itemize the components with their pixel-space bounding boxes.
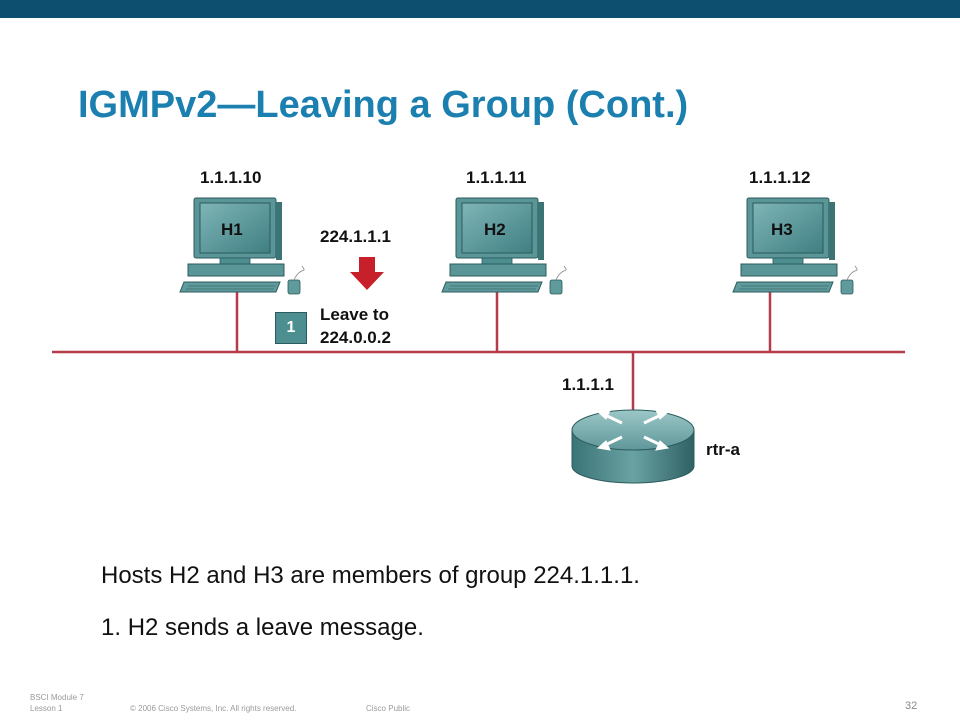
group-address-label: 224.1.1.1 [320,227,391,246]
footer-classification: Cisco Public [366,704,411,713]
h2-computer-icon [441,197,567,295]
footer-copyright: © 2006 Cisco Systems, Inc. All rights re… [130,704,297,713]
caption-line1: Hosts H2 and H3 are members of group 224… [101,562,640,589]
slide-title: IGMPv2—Leaving a Group (Cont.) [78,84,689,126]
h3-computer-icon [732,197,858,295]
step-badge: 1 [275,312,307,344]
leave-message-line2: 224.0.0.2 [320,328,391,347]
h1-ip-label: 1.1.1.10 [200,168,262,187]
h1-computer-icon [179,197,305,295]
h2-name-label: H2 [484,220,506,239]
leave-message-line1: Leave to [320,305,389,324]
h3-ip-label: 1.1.1.12 [749,168,811,187]
page-number: 32 [905,700,918,712]
footer-module: BSCI Module 7 [30,693,84,702]
caption-step-text: H2 sends a leave message. [127,614,424,641]
footer-lesson: Lesson 1 [30,704,63,713]
router-name-label: rtr-a [706,440,741,459]
down-arrow-icon [350,257,384,290]
h3-name-label: H3 [771,220,793,239]
router-icon [571,409,695,484]
h1-name-label: H1 [221,220,243,239]
caption-step-number: 1. [101,614,122,641]
router-ip-label: 1.1.1.1 [562,375,614,394]
h2-ip-label: 1.1.1.11 [466,168,527,187]
caption-line2: 1. H2 sends a leave message. [101,614,424,642]
top-bar [0,0,960,18]
